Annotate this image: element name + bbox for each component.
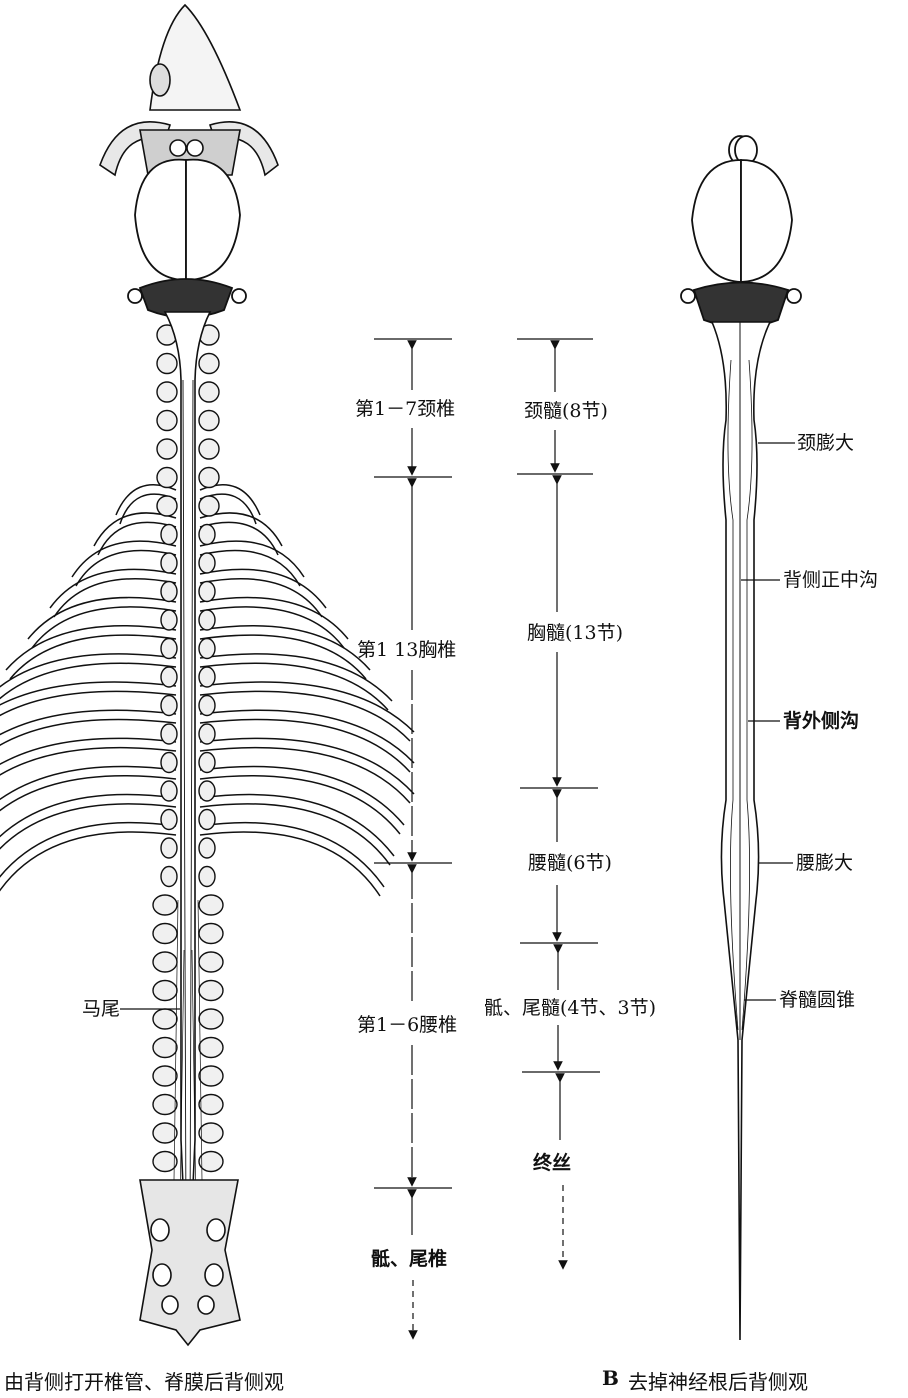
lumbar-enlargement-label: 腰膨大 — [796, 852, 853, 874]
sacral-caudal-vertebrae-label: 骶、尾椎 — [371, 1248, 447, 1270]
rib — [200, 626, 370, 679]
vertebra-scale — [374, 339, 452, 1335]
vertebra-process — [153, 1038, 177, 1058]
vertebra-process — [199, 867, 215, 887]
vertebra-process — [161, 525, 177, 545]
vertebra-process — [199, 724, 215, 744]
vertebra-process — [199, 553, 215, 573]
vertebra-process — [199, 439, 219, 459]
vertebra-process — [157, 354, 177, 374]
vertebra-process — [199, 411, 219, 431]
vertebra-process — [161, 724, 177, 744]
vertebra-process — [153, 1123, 177, 1143]
vertebra-process — [199, 1095, 223, 1115]
vertebra-process — [157, 468, 177, 488]
vertebra-process — [199, 354, 219, 374]
brain-b — [681, 136, 801, 327]
vertebra-process — [199, 1038, 223, 1058]
vertebra-process — [199, 810, 215, 830]
vertebra-process — [161, 639, 177, 659]
vertebra-process — [161, 610, 177, 630]
vertebra-process — [199, 610, 215, 630]
vertebra-process — [199, 582, 215, 602]
vertebra-process — [153, 952, 177, 972]
rib — [0, 795, 176, 865]
vertebra-process — [153, 1009, 177, 1029]
vertebra-process — [199, 382, 219, 402]
vertebra-process — [199, 525, 215, 545]
spinal-cord-b — [712, 322, 770, 1340]
rib — [0, 823, 176, 896]
vertebra-process — [157, 439, 177, 459]
vertebra-process — [199, 952, 223, 972]
thoracic-segments-label: 胸髓(13节) — [527, 622, 623, 644]
dorsolateral-sulcus-label: 背外侧沟 — [783, 710, 859, 732]
rib — [200, 598, 348, 648]
dorsal-median-sulcus-label: 背侧正中沟 — [783, 569, 878, 591]
vertebra-process — [153, 895, 177, 915]
conus-medullaris-label: 脊髓圆锥 — [779, 989, 855, 1011]
cervical-enlargement-label: 颈膨大 — [797, 432, 854, 454]
rib — [6, 626, 176, 679]
vertebra-process — [161, 838, 177, 858]
vertebra-process — [161, 867, 177, 887]
vertebra-process — [199, 924, 223, 944]
rib — [200, 823, 384, 896]
vertebra-process — [161, 753, 177, 773]
vertebra-process — [199, 1123, 223, 1143]
vertebra-process — [153, 1095, 177, 1115]
brain-a — [128, 160, 246, 318]
vertebra-process — [153, 1152, 177, 1172]
rib — [0, 738, 176, 803]
vertebra-process — [161, 582, 177, 602]
vertebra-process — [161, 667, 177, 687]
vertebra-process — [153, 924, 177, 944]
rib — [200, 569, 326, 617]
cervical-vertebrae-label: 第1－7颈椎 — [355, 398, 455, 420]
vertebra-process — [199, 496, 219, 516]
vertebra-process — [157, 411, 177, 431]
vertebra-process — [161, 553, 177, 573]
vertebra-process — [199, 696, 215, 716]
rib — [50, 569, 176, 617]
sacral-caudal-segments-label: 骶、尾髓(4节、3节) — [484, 997, 656, 1019]
segment-scale — [517, 339, 600, 1265]
lumbar-vertebrae-label: 第1－6腰椎 — [357, 1014, 457, 1036]
sacrum-a — [140, 1180, 240, 1345]
vertebra-process — [161, 810, 177, 830]
vertebra-process — [199, 1152, 223, 1172]
vertebra-process — [157, 382, 177, 402]
filum-terminale-label: 终丝 — [533, 1152, 571, 1174]
ribcage-a — [0, 485, 414, 896]
lumbar-segments-label: 腰髓(6节) — [528, 852, 612, 874]
vertebra-process — [153, 1066, 177, 1086]
vertebra-process — [199, 468, 219, 488]
vertebra-process — [199, 838, 215, 858]
vertebra-process — [157, 496, 177, 516]
caption-b: 去掉神经根后背侧观 — [628, 1366, 808, 1395]
vertebra-process — [199, 753, 215, 773]
caption-a: 由背侧打开椎管、脊膜后背侧观 — [4, 1366, 284, 1395]
vertebra-process — [161, 781, 177, 801]
vertebra-process — [199, 981, 223, 1001]
cervical-segments-label: 颈髓(8节) — [524, 400, 608, 422]
vertebra-process — [199, 1009, 223, 1029]
vertebra-process — [199, 639, 215, 659]
vertebra-process — [199, 667, 215, 687]
rib — [28, 598, 176, 648]
vertebra-process — [199, 781, 215, 801]
vertebra-process — [161, 696, 177, 716]
cauda-equina-label: 马尾 — [82, 998, 120, 1020]
vertebra-process — [153, 981, 177, 1001]
thoracic-vertebrae-label: 第1 13胸椎 — [357, 639, 456, 661]
vertebra-process — [199, 1066, 223, 1086]
caption-b-letter: B — [602, 1366, 619, 1390]
vertebra-process — [199, 895, 223, 915]
rib — [200, 795, 394, 865]
skull-a — [100, 5, 278, 175]
